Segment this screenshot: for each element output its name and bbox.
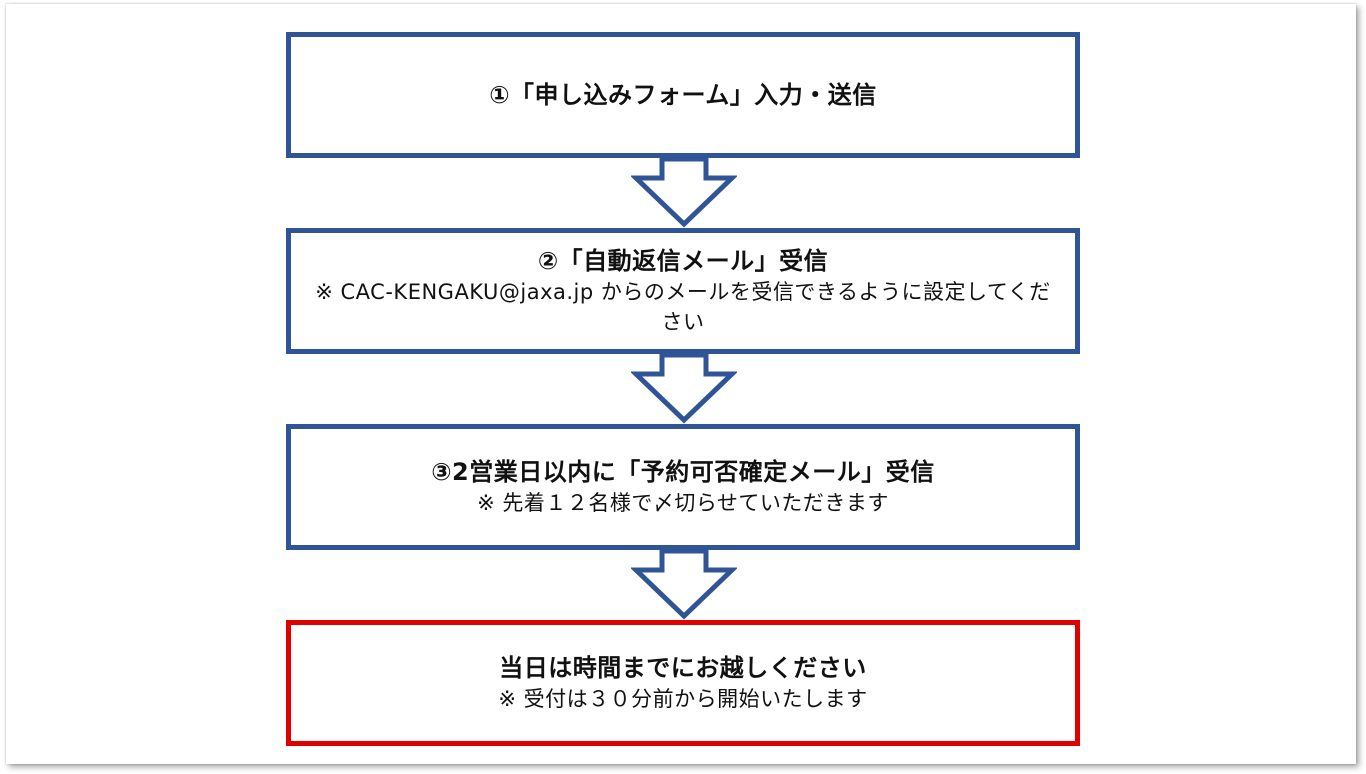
step-2-note: ※ CAC-KENGAKU@jaxa.jp からのメールを受信できるように設定し… [315,280,1051,334]
step-2-title: ②「自動返信メール」受信 [537,247,829,275]
down-arrow-icon [631,156,737,228]
final-step-note: ※ 受付は３０分前から開始いたします [498,687,868,711]
step-3-note: ※ 先着１２名様で〆切らせていただきます [477,491,889,515]
step-1-title: ①「申し込みフォーム」入力・送信 [489,81,877,109]
final-step-title: 当日は時間までにお越しください [499,654,867,682]
step-3-title: ③2営業日以内に「予約可否確定メール」受信 [431,458,935,486]
flowchart-canvas: ①「申し込みフォーム」入力・送信 ②「自動返信メール」受信 ※ CAC-KENG… [6,4,1356,764]
down-arrow-icon [631,352,737,424]
final-step-box: 当日は時間までにお越しください ※ 受付は３０分前から開始いたします [286,620,1080,746]
step-3-box: ③2営業日以内に「予約可否確定メール」受信 ※ 先着１２名様で〆切らせていただき… [286,424,1080,550]
step-1-box: ①「申し込みフォーム」入力・送信 [286,32,1080,158]
down-arrow-icon [631,548,737,620]
step-2-box: ②「自動返信メール」受信 ※ CAC-KENGAKU@jaxa.jp からのメー… [286,228,1080,354]
